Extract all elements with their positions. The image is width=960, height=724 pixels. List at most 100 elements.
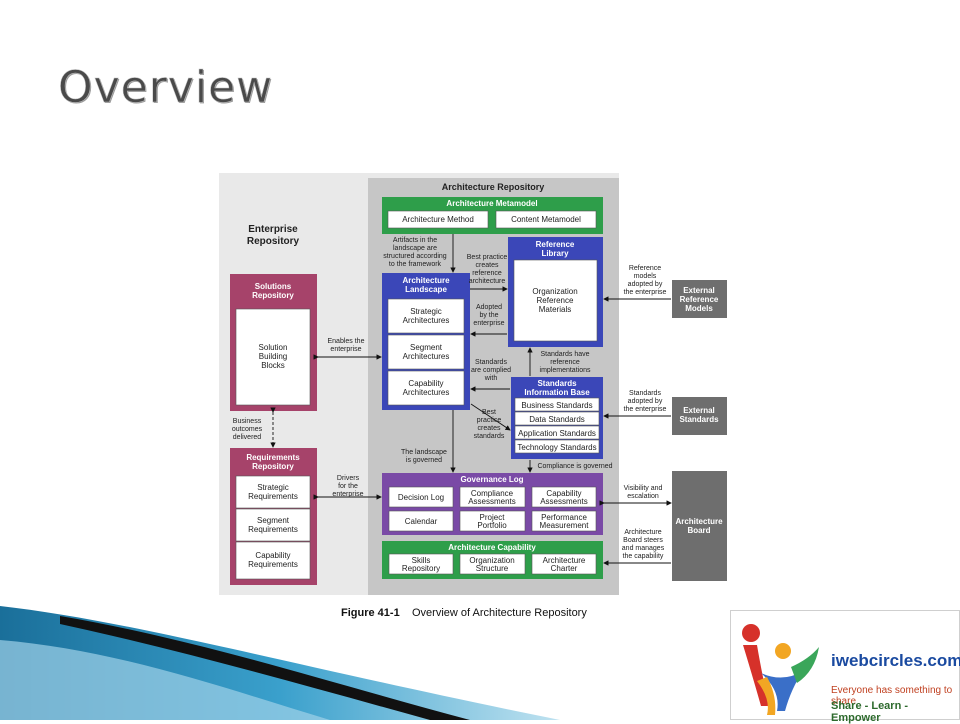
- annotation: models: [634, 273, 657, 280]
- external-ref-label: Models: [685, 304, 713, 313]
- standards-item: Technology Standards: [517, 443, 596, 452]
- solutions-title-2: Repository: [252, 291, 294, 300]
- governance-item: Compliance: [471, 489, 514, 498]
- annotation: and manages: [622, 545, 665, 552]
- logo-slogan: Share - Learn - Empower: [831, 700, 909, 724]
- reference-library-content: Reference: [537, 296, 574, 305]
- board-label: Architecture: [675, 517, 723, 526]
- landscape-item: Architectures: [403, 316, 450, 325]
- capability-item: Charter: [551, 564, 578, 573]
- annotation: Standards have: [540, 351, 589, 358]
- requirements-item: Requirements: [248, 492, 298, 501]
- annotation: Reference: [629, 265, 661, 272]
- requirements-item: Capability: [255, 551, 290, 560]
- metamodel-item: Architecture Method: [402, 215, 474, 224]
- standards-item: Data Standards: [529, 415, 585, 424]
- annotation: the enterprise: [624, 406, 667, 413]
- metamodel-item: Content Metamodel: [511, 215, 581, 224]
- annotation: Standards: [629, 390, 661, 397]
- annotation: creates: [478, 425, 501, 432]
- capability-title: Architecture Capability: [448, 543, 536, 552]
- annotation: landscape are: [393, 245, 437, 252]
- annotation: Drivers: [337, 475, 360, 482]
- annotation: to the framework: [389, 261, 442, 268]
- reference-library-title-2: Library: [541, 249, 569, 258]
- solutions-content: Building: [259, 352, 287, 361]
- enterprise-repository-label-2: Repository: [247, 236, 300, 247]
- enterprise-repository-label-1: Enterprise: [248, 224, 298, 235]
- annotation: for the: [338, 483, 358, 490]
- annotation: escalation: [627, 493, 659, 500]
- annotation: the capability: [623, 553, 664, 560]
- reference-library-title-1: Reference: [536, 240, 575, 249]
- governance-item: Assessments: [540, 497, 588, 506]
- architecture-board-box: [672, 471, 727, 581]
- annotation: Standards: [475, 359, 507, 366]
- requirements-title-2: Repository: [252, 462, 294, 471]
- external-std-label: External: [683, 406, 715, 415]
- annotation: Compliance is governed: [537, 463, 612, 470]
- annotation: reference: [550, 359, 580, 366]
- annotation: Artifacts in the: [393, 237, 437, 244]
- annotation: delivered: [233, 434, 262, 441]
- annotation: Visibility and: [624, 485, 663, 492]
- annotation: with: [484, 375, 498, 382]
- capability-item: Skills: [412, 556, 431, 565]
- external-std-label: Standards: [679, 415, 719, 424]
- landscape-title-2: Landscape: [405, 285, 447, 294]
- annotation: practice: [477, 417, 502, 424]
- board-label: Board: [687, 526, 710, 535]
- landscape-item: Capability: [408, 379, 443, 388]
- requirements-item: Requirements: [248, 525, 298, 534]
- annotation: enterprise: [332, 491, 363, 498]
- annotation: by the: [479, 312, 498, 319]
- standards-base-title-2: Information Base: [524, 388, 590, 397]
- logo-figures-icon: [742, 624, 819, 715]
- logo-name: iwebcircles.com: [831, 651, 960, 670]
- requirements-item: Segment: [257, 516, 290, 525]
- requirements-item: Requirements: [248, 560, 298, 569]
- annotation: Enables the: [328, 338, 365, 345]
- governance-item: Portfolio: [477, 521, 507, 530]
- figure-caption-text: Overview of Architecture Repository: [412, 607, 587, 619]
- external-reference-models-box: [672, 280, 727, 318]
- governance-item: Performance: [541, 513, 587, 522]
- capability-item: Organization: [469, 556, 514, 565]
- annotation: the enterprise: [624, 289, 667, 296]
- standards-base-title-1: Standards: [537, 379, 577, 388]
- requirements-title-1: Requirements: [246, 453, 300, 462]
- external-ref-label: Reference: [680, 295, 719, 304]
- governance-log-title: Governance Log: [460, 475, 523, 484]
- standards-item: Application Standards: [518, 429, 596, 438]
- annotation: is governed: [406, 457, 442, 464]
- annotation: reference: [472, 270, 502, 277]
- annotation: structured according: [383, 253, 447, 260]
- landscape-item: Segment: [410, 343, 443, 352]
- annotation: adopted by: [628, 398, 663, 405]
- annotation: enterprise: [330, 346, 361, 353]
- governance-item: Calendar: [405, 517, 438, 526]
- capability-item: Repository: [402, 564, 440, 573]
- standards-item: Business Standards: [521, 401, 592, 410]
- annotation: enterprise: [473, 320, 504, 327]
- governance-item: Assessments: [468, 497, 516, 506]
- external-ref-label: External: [683, 286, 715, 295]
- annotation: Board steers: [623, 537, 663, 544]
- annotation: Best practice: [467, 254, 508, 261]
- requirements-item: Strategic: [257, 483, 289, 492]
- capability-item: Architecture: [543, 556, 586, 565]
- figure-caption-label: Figure 41-1: [341, 607, 400, 619]
- annotation: standards: [474, 433, 505, 440]
- reference-library-content: Materials: [539, 305, 571, 314]
- annotation: Adopted: [476, 304, 502, 311]
- annotation: are complied: [471, 367, 511, 374]
- solutions-title-1: Solutions: [255, 282, 292, 291]
- external-standards-box: [672, 397, 727, 435]
- annotation: Architecture: [624, 529, 661, 536]
- annotation: adopted by: [628, 281, 663, 288]
- annotation: creates: [476, 262, 499, 269]
- reference-library-content: Organization: [532, 287, 577, 296]
- solutions-content: Solution: [259, 343, 288, 352]
- architecture-repository-label: Architecture Repository: [442, 182, 545, 192]
